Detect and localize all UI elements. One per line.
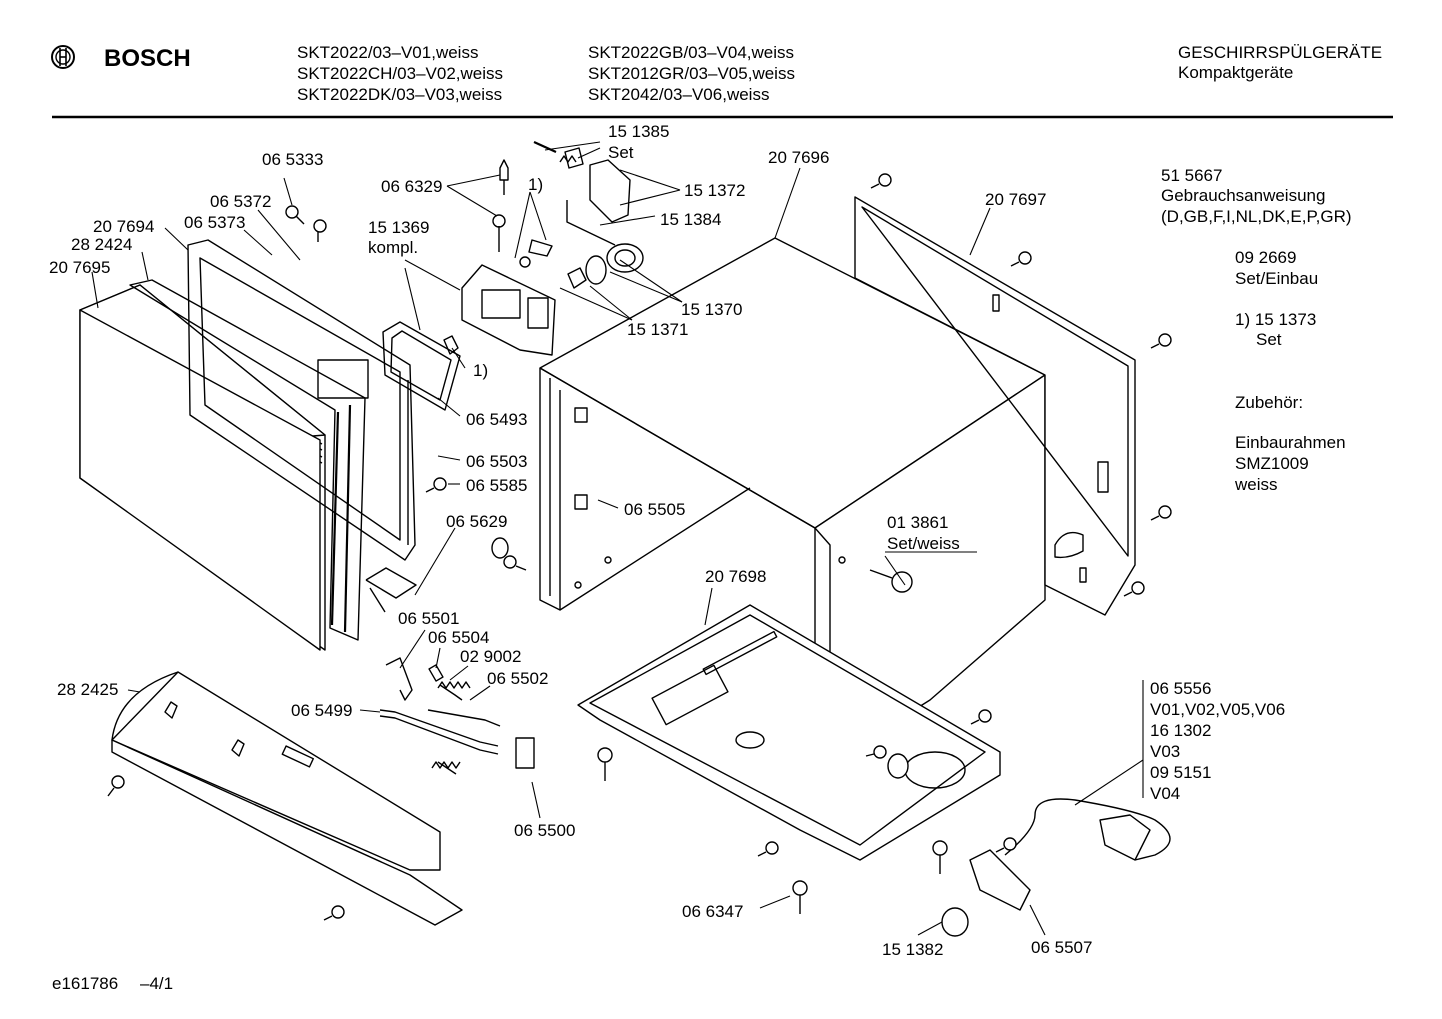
label-065373: 06 5373: [184, 213, 245, 232]
accessory-line-3: weiss: [1234, 475, 1278, 494]
label-cable-6: V04: [1150, 784, 1180, 803]
model-line-3: SKT2022DK/03–V03,weiss: [297, 85, 502, 104]
label-029002: 02 9002: [460, 647, 521, 666]
label-207697: 20 7697: [985, 190, 1046, 209]
model-line-2: SKT2022CH/03–V02,weiss: [297, 64, 503, 83]
control-module: [461, 264, 556, 356]
label-282424: 28 2424: [71, 235, 132, 254]
manual-number: 51 5667: [1161, 166, 1222, 185]
category-title: GESCHIRRSPÜLGERÄTE: [1178, 43, 1382, 62]
page-number: –4/1: [140, 974, 173, 993]
label-151371: 15 1371: [627, 320, 688, 339]
label-065502: 06 5502: [487, 669, 548, 688]
footnote-number: 1) 15 1373: [1235, 310, 1316, 329]
label-cable-5: 09 5151: [1150, 763, 1211, 782]
label-151385: 15 1385: [608, 122, 669, 141]
label-151385-set: Set: [608, 143, 634, 162]
label-065500: 06 5500: [514, 821, 575, 840]
label-066329: 06 6329: [381, 177, 442, 196]
label-cable-1: 06 5556: [1150, 679, 1211, 698]
latch-parts: [443, 140, 644, 355]
inner-door: [187, 239, 416, 561]
door-gasket: [382, 321, 461, 411]
manual-label: Gebrauchsanweisung: [1161, 186, 1325, 205]
label-065505: 06 5505: [624, 500, 685, 519]
part-labels: 15 1385 Set 06 5333 06 6329 1) 15 1372 1…: [49, 122, 1285, 959]
label-013861-set: Set/weiss: [887, 534, 960, 553]
label-207696: 20 7696: [768, 148, 829, 167]
base-plate: [577, 604, 1001, 861]
label-065499: 06 5499: [291, 701, 352, 720]
label-065493: 06 5493: [466, 410, 527, 429]
label-cable-2: V01,V02,V05,V06: [1150, 700, 1285, 719]
install-label: Set/Einbau: [1235, 269, 1318, 288]
label-065501: 06 5501: [398, 609, 459, 628]
install-number: 09 2669: [1235, 248, 1296, 267]
label-065507: 06 5507: [1031, 938, 1092, 957]
footnote-set: Set: [1256, 330, 1282, 349]
label-065629: 06 5629: [446, 512, 507, 531]
accessory-line-1: Einbaurahmen: [1235, 433, 1346, 452]
brand-name: BOSCH: [104, 45, 191, 72]
kick-plate: [111, 671, 463, 926]
document-id: e161786: [52, 974, 118, 993]
door-outer-panel: [79, 284, 326, 651]
hinge-parts: [365, 567, 535, 775]
leader-lines: [91, 141, 1144, 936]
label-207698: 20 7698: [705, 567, 766, 586]
label-065504: 06 5504: [428, 628, 489, 647]
label-151384: 15 1384: [660, 210, 721, 229]
label-151370: 15 1370: [681, 300, 742, 319]
label-065503: 06 5503: [466, 452, 527, 471]
label-207695: 20 7695: [49, 258, 110, 277]
label-013861: 01 3861: [887, 513, 948, 532]
mounting-screws: [107, 173, 1172, 921]
label-cable-3: 16 1302: [1150, 721, 1211, 740]
label-065333: 06 5333: [262, 150, 323, 169]
manual-languages: (D,GB,F,I,NL,DK,E,P,GR): [1161, 207, 1352, 226]
power-cord: [941, 798, 1171, 937]
label-065372: 06 5372: [210, 192, 271, 211]
model-line-4: SKT2022GB/03–V04,weiss: [588, 43, 794, 62]
label-207694: 20 7694: [93, 217, 154, 236]
label-151382: 15 1382: [882, 940, 943, 959]
door-seal-frame: [129, 279, 366, 641]
label-282425: 28 2425: [57, 680, 118, 699]
label-cable-4: V03: [1150, 742, 1180, 761]
label-151372: 15 1372: [684, 181, 745, 200]
rear-panel: [854, 196, 1136, 616]
accessory-title: Zubehör:: [1235, 393, 1303, 412]
model-line-6: SKT2042/03–V06,weiss: [588, 85, 769, 104]
label-151369-kompl: kompl.: [368, 238, 418, 257]
accessory-line-2: SMZ1009: [1235, 454, 1309, 473]
label-151369: 15 1369: [368, 218, 429, 237]
model-line-5: SKT2012GR/03–V05,weiss: [588, 64, 795, 83]
bosch-logo-icon: [51, 45, 75, 69]
label-066347: 06 6347: [682, 902, 743, 921]
model-line-1: SKT2022/03–V01,weiss: [297, 43, 478, 62]
category-subtitle: Kompaktgeräte: [1178, 63, 1293, 82]
notes-column: 51 5667 Gebrauchsanweisung (D,GB,F,I,NL,…: [1161, 166, 1352, 494]
label-note1-b: 1): [473, 361, 488, 380]
springs: [431, 155, 577, 769]
label-note1-a: 1): [528, 175, 543, 194]
label-065585: 06 5585: [466, 476, 527, 495]
